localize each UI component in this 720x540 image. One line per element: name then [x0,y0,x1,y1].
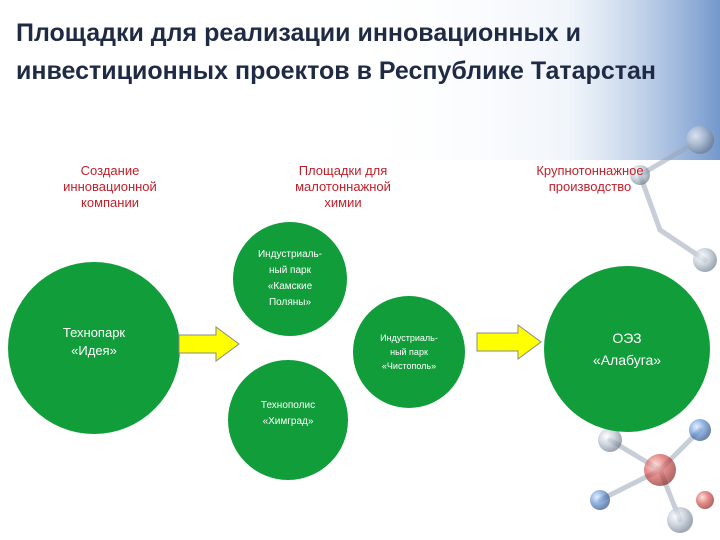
himgrad-label: Технополис «Химград» [260,400,316,427]
oez-alabuga-label: ОЭЗ «Алабуга» [592,330,662,368]
kamskie-polyany-circle: Индустриаль- ный парк «Камские Поляны» [233,222,347,336]
himgrad-circle: Технополис «Химград» [228,360,348,480]
technopark-ideya-label: Технопарк «Идея» [62,325,126,358]
technopark-ideya-circle: Технопарк «Идея» [8,262,180,434]
kamskie-polyany-label: Индустриаль- ный парк «Камские Поляны» [257,249,323,308]
chistopol-circle: Индустриаль- ный парк «Чистополь» [353,296,465,408]
arrow-right-left [178,326,240,362]
caption-small-tonnage-chemistry: Площадки для малотоннажной химии [295,163,391,210]
slide-title: Площадки для реализации инновационных и … [16,19,656,85]
caption-innovative-company: Создание инновационной компании [63,163,157,210]
chistopol-label: Индустриаль- ный парк «Чистополь» [380,333,438,371]
caption-large-tonnage-production: Крупнотоннажное производство [536,163,644,194]
arrow-right-middle [476,324,542,360]
oez-alabuga-circle: ОЭЗ «Алабуга» [544,266,710,432]
